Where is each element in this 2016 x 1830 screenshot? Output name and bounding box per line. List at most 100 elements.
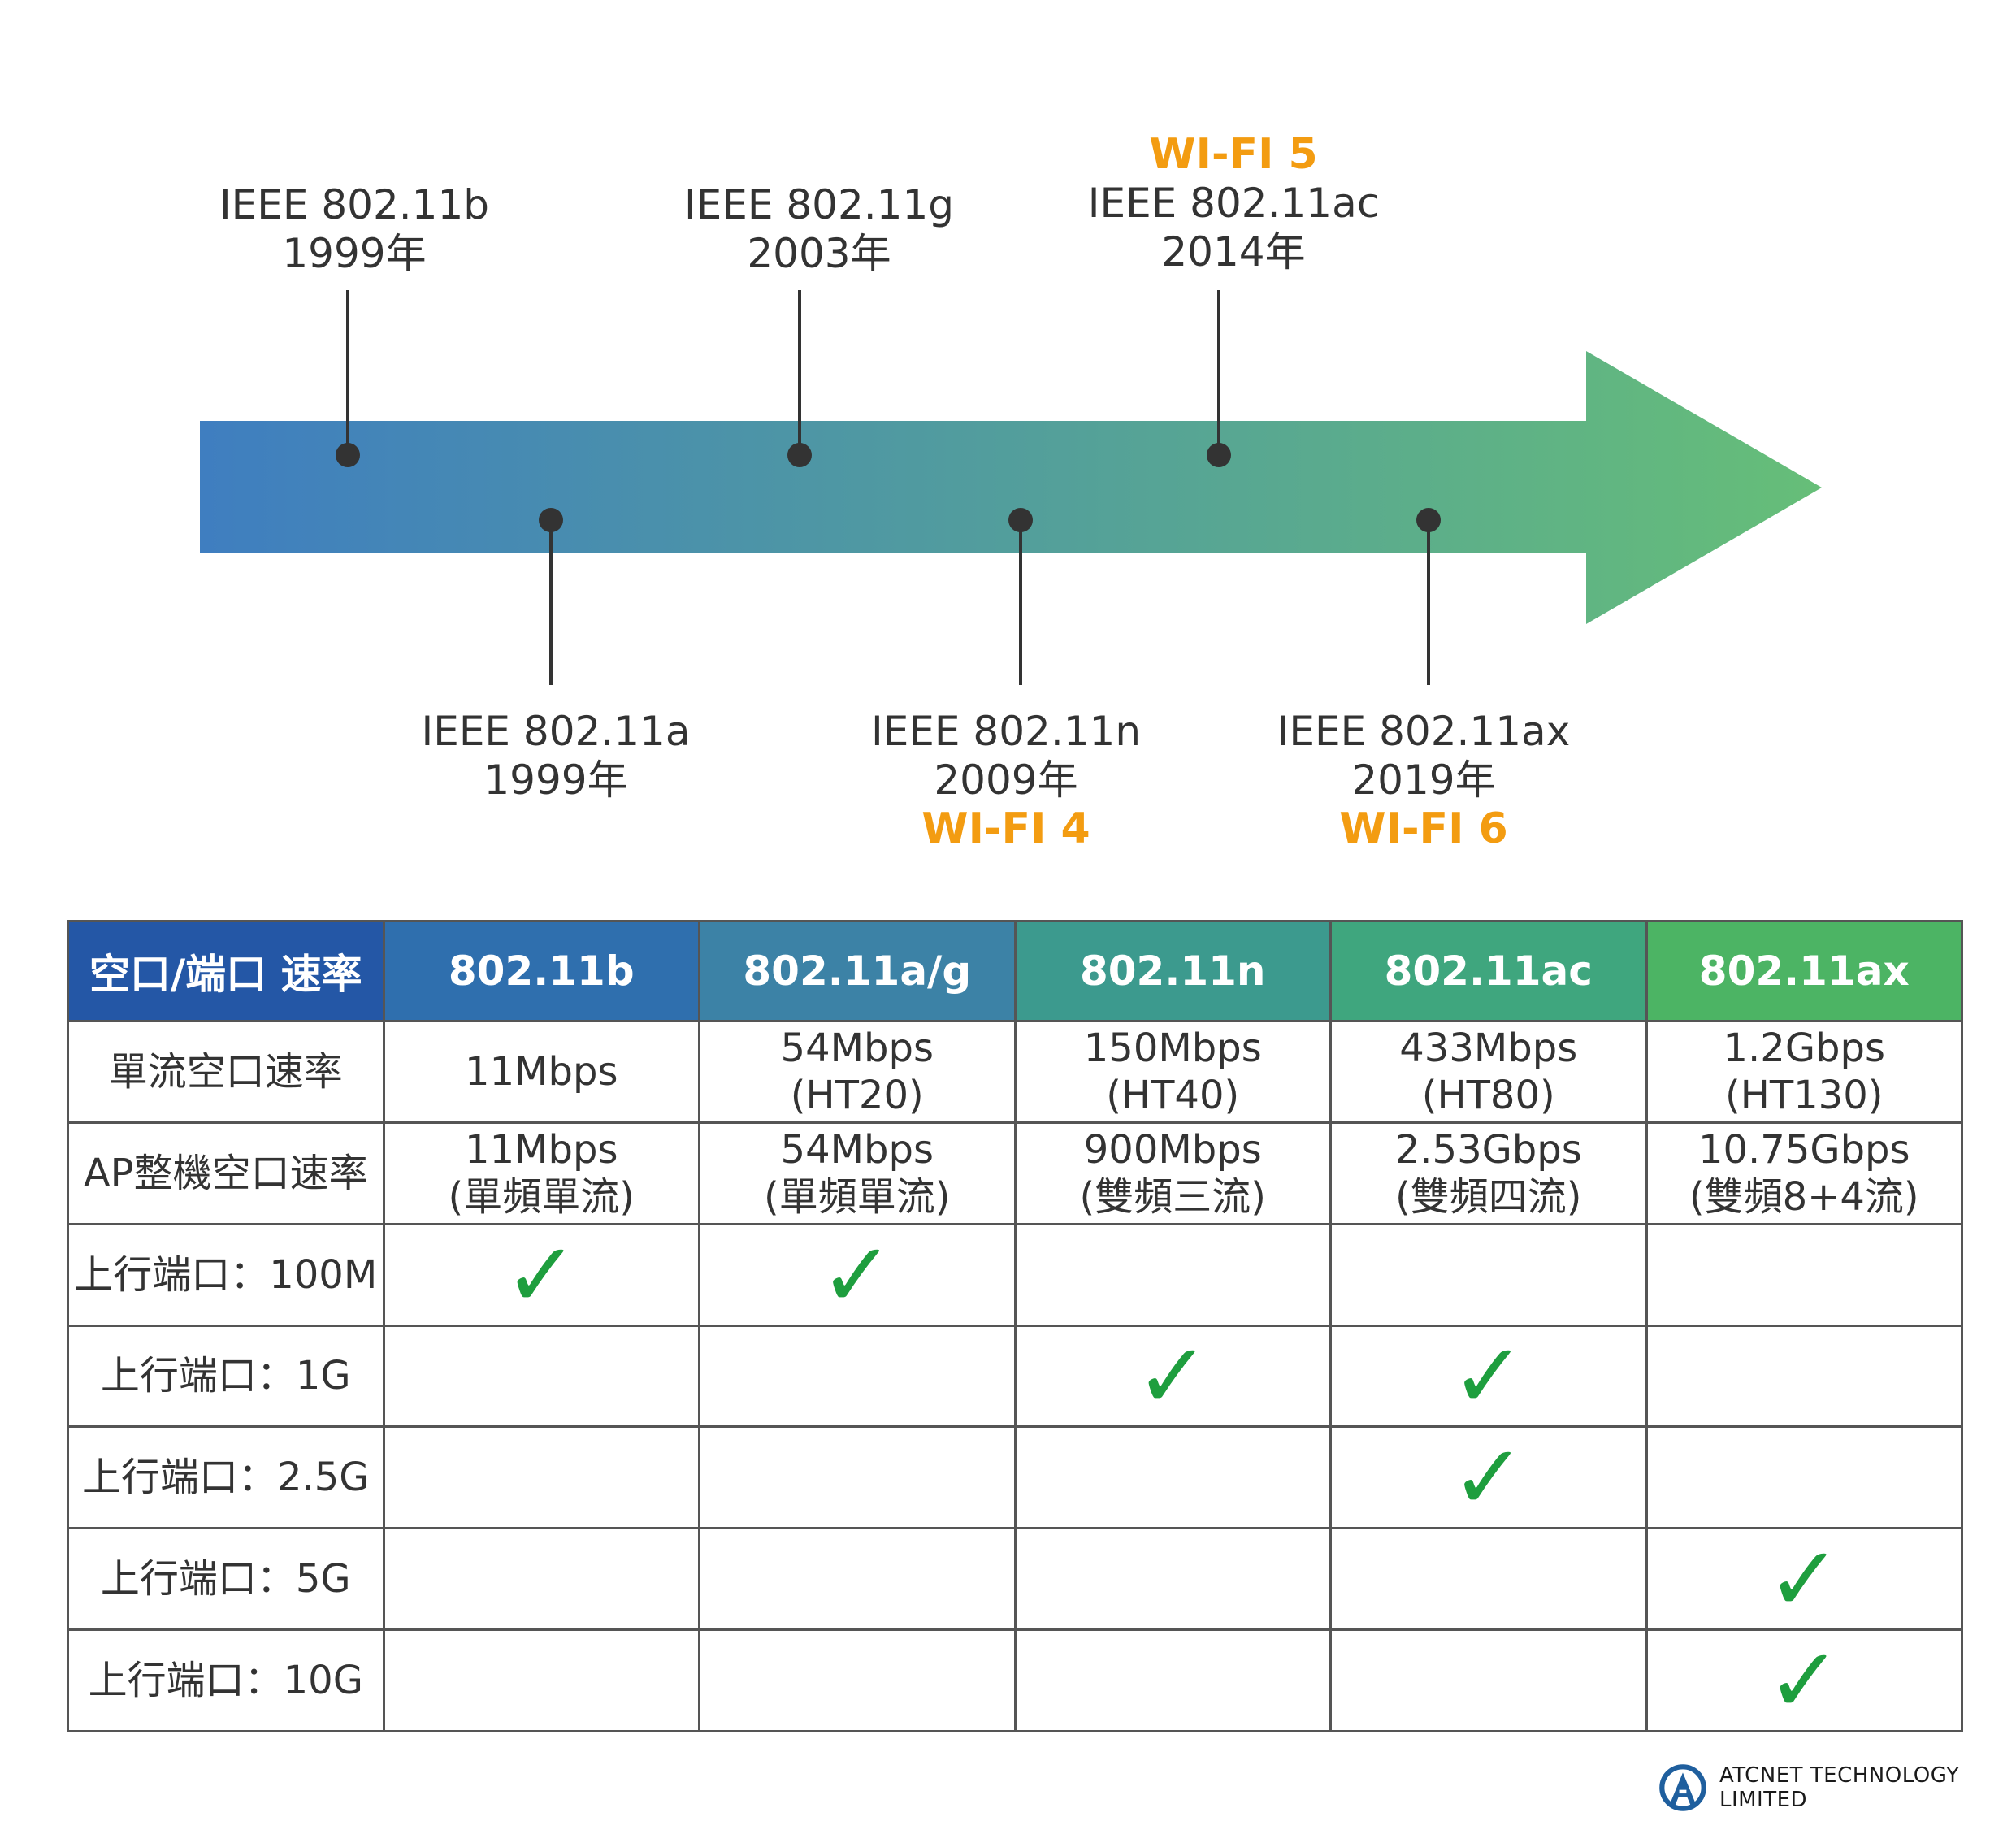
release-year: 2003年 xyxy=(747,230,891,277)
check-icon: ✓ xyxy=(1767,1527,1842,1632)
table-cell: 1.2Gbps(HT130) xyxy=(1645,1020,1963,1124)
timeline-label-80211b: IEEE 802.11b 1999年 xyxy=(143,180,566,278)
release-year: 1999年 xyxy=(282,230,427,277)
timeline-marker-80211n xyxy=(1008,508,1033,685)
wifi-generation: WI-FI 4 xyxy=(921,804,1090,853)
table-cell xyxy=(1013,1222,1332,1327)
table-cell: ✓ xyxy=(1645,1628,1963,1733)
timeline-label-80211a: IEEE 802.11a 1999年 xyxy=(345,707,767,804)
cell-value: 54Mbps xyxy=(780,1025,934,1071)
table-cell xyxy=(1645,1222,1963,1327)
table-cell xyxy=(1645,1425,1963,1530)
table-row: 上行端口：10G✓ xyxy=(67,1628,1963,1733)
table-row: 上行端口：5G ✓ xyxy=(67,1527,1963,1632)
table-cell xyxy=(698,1628,1017,1732)
standard-name: IEEE 802.11a xyxy=(421,708,691,755)
table-cell: 433Mbps(HT80) xyxy=(1329,1020,1648,1124)
table-cell xyxy=(1329,1222,1648,1327)
table-cell xyxy=(698,1425,1017,1530)
check-icon: ✓ xyxy=(1767,1628,1842,1733)
header-cell-80211b: 802.11b xyxy=(382,920,700,1022)
table-cell xyxy=(1013,1628,1332,1732)
header-cell-80211ac: 802.11ac xyxy=(1329,920,1648,1022)
table-cell: 10.75Gbps(雙頻8+4流) xyxy=(1645,1121,1963,1225)
table-cell: 54Mbps(HT20) xyxy=(698,1020,1017,1124)
table-cell xyxy=(698,1324,1017,1429)
timeline-label-80211ac: WI-FI 5 IEEE 802.11ac 2014年 xyxy=(1022,130,1445,276)
table-cell xyxy=(1013,1425,1332,1530)
wifi-generation: WI-FI 5 xyxy=(1149,130,1318,179)
cell-value: 433Mbps xyxy=(1399,1025,1578,1071)
release-year: 2009年 xyxy=(934,757,1078,804)
cell-value: (HT80) xyxy=(1421,1072,1555,1118)
timeline-marker-80211g xyxy=(787,290,812,467)
table-cell: 2.53Gbps(雙頻四流) xyxy=(1329,1121,1648,1225)
cell-value: 10.75Gbps xyxy=(1697,1126,1910,1173)
header-cell-80211ax: 802.11ax xyxy=(1645,920,1963,1022)
table-cell xyxy=(1013,1527,1332,1632)
table-cell: ✓ xyxy=(382,1222,700,1327)
table-cell xyxy=(698,1527,1017,1632)
company-name: ATCNET TECHNOLOGY LIMITED xyxy=(1719,1763,1960,1812)
table-row: 上行端口：1G✓✓ xyxy=(67,1324,1963,1429)
standard-name: IEEE 802.11ac xyxy=(1087,180,1380,227)
table-cell xyxy=(382,1527,700,1632)
cell-value: (雙頻三流) xyxy=(1079,1173,1266,1220)
table-row: 上行端口：2.5G ✓ xyxy=(67,1425,1963,1530)
company-logo: ATCNET TECHNOLOGY LIMITED xyxy=(1658,1759,2016,1816)
row-label: 上行端口：5G xyxy=(67,1527,385,1632)
table-row: 上行端口：100M ✓ ✓ xyxy=(67,1222,1963,1327)
timeline-marker-80211ac xyxy=(1207,290,1231,467)
timeline-marker-80211a xyxy=(539,508,563,685)
timeline-label-80211ax: IEEE 802.11ax 2019年 WI-FI 6 xyxy=(1212,707,1635,853)
cell-value: 54Mbps xyxy=(780,1126,934,1173)
check-icon: ✓ xyxy=(1450,1324,1526,1429)
header-cell-80211ag: 802.11a/g xyxy=(698,920,1017,1022)
cell-value: (HT20) xyxy=(790,1072,924,1118)
row-label: 上行端口：2.5G xyxy=(67,1425,385,1530)
table-cell xyxy=(1645,1324,1963,1429)
table-cell: ✓ xyxy=(1013,1324,1332,1429)
cell-value: (雙頻8+4流) xyxy=(1689,1173,1919,1220)
cell-value: 11Mbps xyxy=(465,1048,618,1095)
standard-name: IEEE 802.11ax xyxy=(1277,708,1571,755)
cell-value: (單頻單流) xyxy=(448,1173,635,1220)
release-year: 2014年 xyxy=(1161,228,1306,275)
table-cell xyxy=(382,1324,700,1429)
timeline-graphic xyxy=(200,290,1822,685)
cell-value: 1.2Gbps xyxy=(1723,1025,1885,1071)
table-cell: 900Mbps(雙頻三流) xyxy=(1013,1121,1332,1225)
table-cell: ✓ xyxy=(1329,1425,1648,1530)
table-cell xyxy=(382,1425,700,1530)
wifi-generation: WI-FI 6 xyxy=(1339,804,1508,853)
table-cell xyxy=(1329,1628,1648,1732)
table-cell: 54Mbps(單頻單流) xyxy=(698,1121,1017,1225)
cell-value: 900Mbps xyxy=(1083,1126,1262,1173)
table-cell: 150Mbps(HT40) xyxy=(1013,1020,1332,1124)
row-label: 上行端口：100M xyxy=(67,1222,385,1327)
check-icon: ✓ xyxy=(819,1222,895,1327)
table-cell: ✓ xyxy=(698,1222,1017,1327)
table-cell: ✓ xyxy=(1645,1527,1963,1632)
table-cell: ✓ xyxy=(1329,1324,1648,1429)
timeline-label-80211n: IEEE 802.11n 2009年 WI-FI 4 xyxy=(795,707,1217,853)
cell-value: (單頻單流) xyxy=(764,1173,951,1220)
release-year: 1999年 xyxy=(483,757,628,804)
header-cell-80211n: 802.11n xyxy=(1013,920,1332,1022)
check-icon: ✓ xyxy=(504,1222,579,1327)
atcnet-logo-icon xyxy=(1659,1764,1706,1811)
cell-value: 150Mbps xyxy=(1083,1025,1262,1071)
check-icon: ✓ xyxy=(1450,1425,1526,1530)
cell-value: (雙頻四流) xyxy=(1395,1173,1582,1220)
release-year: 2019年 xyxy=(1351,757,1496,804)
table-cell xyxy=(382,1628,700,1732)
wifi-comparison-table: 空口/端口 速率 802.11b 802.11a/g 802.11n 802.1… xyxy=(67,920,1963,1732)
table-cell xyxy=(1329,1527,1648,1632)
standard-name: IEEE 802.11n xyxy=(870,708,1142,755)
header-cell-rate: 空口/端口 速率 xyxy=(67,920,385,1022)
timeline-label-80211g: IEEE 802.11g 2003年 xyxy=(608,180,1030,278)
standard-name: IEEE 802.11g xyxy=(683,181,955,228)
table-cell: 11Mbps xyxy=(382,1020,700,1124)
